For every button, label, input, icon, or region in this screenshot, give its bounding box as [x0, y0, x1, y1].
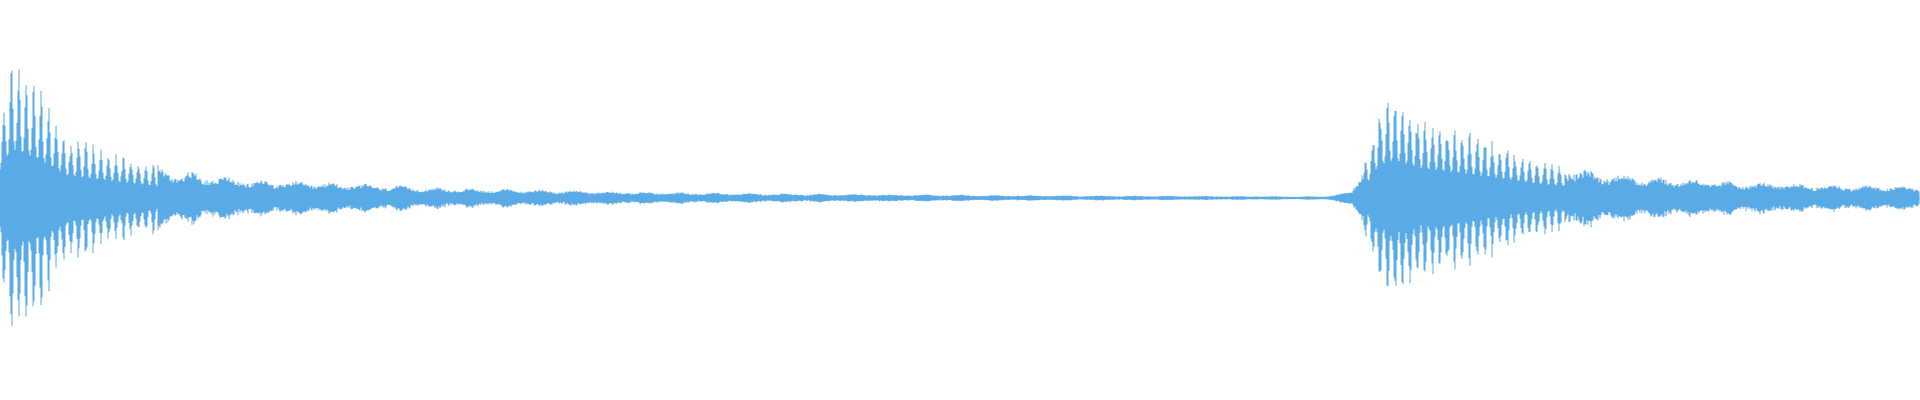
- waveform-path: [0, 69, 1920, 326]
- waveform-samples: [0, 69, 1920, 326]
